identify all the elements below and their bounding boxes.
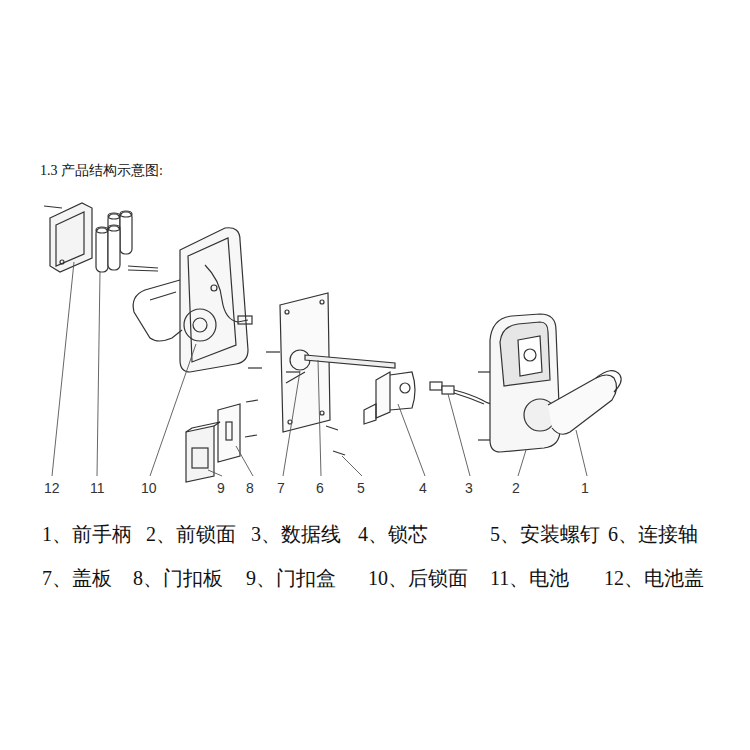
callout-number: 10 — [141, 480, 157, 497]
battery-cover — [44, 203, 92, 272]
part-name: 7、盖板 — [42, 566, 112, 590]
part-name: 6、连接轴 — [608, 522, 698, 546]
part-name: 9、门扣盒 — [246, 566, 336, 590]
callout-number: 12 — [44, 480, 60, 497]
part-name: 12、电池盖 — [604, 566, 704, 590]
figure-title: 1.3 产品结构示意图: — [40, 163, 163, 180]
part-name: 2、前锁面 — [146, 522, 236, 546]
mounting-screws — [326, 426, 345, 455]
rear-lock-face — [133, 228, 252, 372]
callout-number: 1 — [581, 480, 589, 497]
latch — [364, 372, 415, 424]
front-handle — [524, 371, 621, 435]
batteries — [96, 211, 158, 272]
callout-number: 9 — [217, 480, 225, 497]
callout-number: 7 — [277, 480, 285, 497]
callout-number: 6 — [316, 480, 324, 497]
callout-number: 3 — [465, 480, 473, 497]
front-lock-face — [478, 314, 560, 452]
strike-parts — [186, 404, 240, 482]
callout-number: 11 — [90, 480, 105, 497]
leader-lines — [52, 262, 587, 476]
part-name: 1、前手柄 — [42, 522, 132, 546]
callout-number: 2 — [512, 480, 520, 497]
part-name: 3、数据线 — [251, 522, 341, 546]
part-name: 4、锁芯 — [358, 522, 428, 546]
part-name: 8、门扣板 — [133, 566, 223, 590]
part-name: 5、安装螺钉 — [490, 522, 600, 546]
part-name: 11、电池 — [490, 566, 569, 590]
callout-number: 4 — [419, 480, 427, 497]
callout-number: 8 — [246, 480, 254, 497]
part-name: 10、后锁面 — [368, 566, 468, 590]
callout-number: 5 — [357, 480, 365, 497]
cover-plate — [280, 293, 330, 432]
